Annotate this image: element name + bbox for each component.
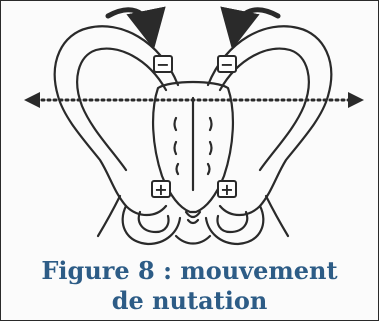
plus-marker-label: + [220,180,233,199]
minus-sign-icon: − [218,55,236,74]
right-pubis [206,206,263,244]
plus-sign-icon: + [152,180,170,199]
left-pubis [123,206,180,244]
figure-caption-line-1: Figure 8 : mouvement [0,257,379,285]
minus-marker-label: − [220,55,233,74]
plus-sign-icon: + [218,180,236,199]
figure-caption-line-2: de nutation [0,287,379,315]
coccyx [186,212,200,223]
plus-marker-label: + [154,180,167,199]
minus-marker-label: − [156,55,169,74]
symphysis [176,236,210,244]
minus-sign-icon: − [154,55,172,74]
pelvis-illustration: − − + + [0,0,379,260]
